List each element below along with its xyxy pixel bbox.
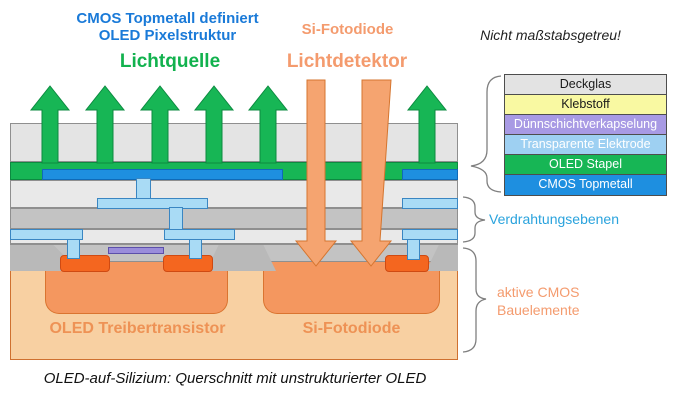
active-cmos-label-line2: Bauelemente [497,302,580,318]
pixel-structure-label: CMOS Topmetall definiert OLED Pixelstruk… [55,10,280,44]
legend-brace-icon [470,75,502,193]
via [407,239,420,260]
cmos-topmetal-right [402,169,458,180]
photodiode-top-label: Si-Fotodiode [301,21,394,38]
light-source-label: Lichtquelle [119,51,221,72]
legend-row-duennschichtverkapselung: Dünnschichtverkapselung [505,115,666,135]
photodiode-region-label: Si-Fotodiode [302,320,401,337]
legend-row-transparente-elektrode: Transparente Elektrode [505,135,666,155]
via [67,239,80,259]
interlayer-dielectric-1 [10,208,458,229]
metal-trace [402,229,458,240]
insulator-layer-1 [10,180,458,208]
cmos-topmetal-left [42,169,283,180]
driver-transistor-label: OLED Treibertransistor [49,320,226,337]
wiring-levels-label: Verdrahtungsebenen [489,211,619,227]
active-cmos-label: aktive CMOS Bauelemente [497,283,657,319]
figure-caption: OLED-auf-Silizium: Querschnitt mit unstr… [43,370,427,387]
via [189,239,202,259]
pixel-structure-label-line1: CMOS Topmetall definiert [76,10,259,27]
wiring-brace-icon [462,196,486,243]
legend-row-deckglas: Deckglas [505,75,666,95]
transistor-gate [108,247,164,254]
legend-row-klebstoff: Klebstoff [505,95,666,115]
cover-glass-layer [10,123,458,162]
not-to-scale-note: Nicht maßstabsgetreu! [480,27,621,43]
legend-row-oled-stapel: OLED Stapel [505,155,666,175]
active-cmos-brace-icon [462,247,487,353]
transistor-source-contact [60,255,110,272]
layer-legend: Deckglas Klebstoff Dünnschichtverkapselu… [504,74,667,196]
transistor-drain-contact [163,255,213,272]
metal-trace [10,229,83,240]
metal-trace [402,198,458,209]
field-oxide-middle [206,245,276,271]
light-detector-label: Lichtdetektor [286,51,408,72]
via [169,207,183,231]
pixel-structure-label-line2: OLED Pixelstruktur [98,27,237,44]
active-cmos-label-line1: aktive CMOS [497,284,580,300]
legend-row-cmos-topmetall: CMOS Topmetall [505,175,666,195]
metal-trace [97,198,208,209]
